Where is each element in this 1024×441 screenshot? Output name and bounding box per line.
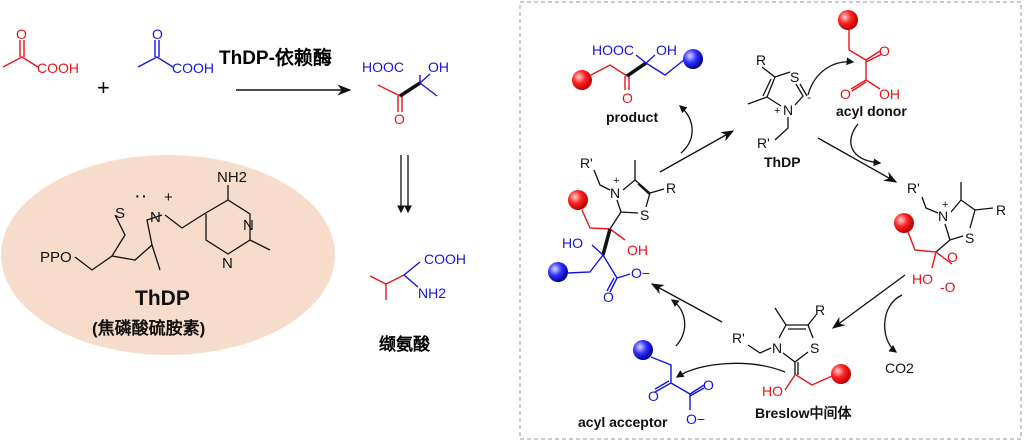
atom-label: OH [428, 59, 449, 75]
atom-label: O [394, 111, 405, 127]
charge: + [164, 189, 173, 206]
acceptor-ball-icon [633, 340, 653, 360]
atom-label: O [703, 377, 714, 393]
atom-label: HO [912, 271, 933, 287]
atom-label: R [815, 302, 825, 318]
atom-label: HO [762, 383, 783, 399]
product-acetolactate: HOOC OH O [362, 59, 449, 127]
atom-label: N [772, 340, 782, 356]
atom-label: -O [940, 279, 956, 295]
atom-label: R [756, 52, 766, 68]
atom-label: HOOC [592, 42, 634, 58]
atom-label: S [965, 230, 974, 246]
charge: + [774, 105, 780, 117]
thdp-label: ThDP [764, 154, 801, 170]
reactant-pyruvate-blue: O COOH [137, 26, 214, 76]
atom-label: NH2 [418, 285, 446, 301]
enzyme-label: ThDP-依赖酶 [219, 46, 332, 69]
co2-release-arrow [884, 294, 903, 353]
atom-label: R [666, 180, 676, 196]
atom-label: O [947, 249, 958, 265]
atom-label: HO [562, 235, 583, 251]
atom-label: N [150, 209, 161, 226]
atom-label: OH [879, 86, 900, 102]
cycle-thdp: R S N + - R' ThDP [747, 52, 811, 170]
atom-label: S [640, 207, 649, 223]
charge: + [613, 175, 619, 187]
cycle-arrow-decarboxylation [831, 274, 906, 329]
atom-label: R' [757, 135, 770, 151]
atom-label: O− [686, 411, 705, 427]
svg-text:··: ·· [134, 185, 147, 207]
atom-label: O− [631, 265, 650, 281]
cycle-breslow-intermediate: R R' N S HO Breslow中间体 [675, 302, 852, 421]
acyl-acceptor-label: acyl acceptor [578, 414, 668, 430]
atom-label: S [115, 205, 125, 222]
atom-label: O [648, 388, 659, 404]
cofactor-name: ThDP [135, 287, 190, 310]
atom-label: R [996, 202, 1006, 218]
acceptor-ball-icon [548, 262, 568, 282]
atom-label: R' [732, 330, 745, 346]
cycle-carboligation-intermediate: R' N + R S HO OH O− O [548, 105, 693, 305]
atom-label: O [16, 26, 27, 42]
product-label: product [606, 109, 658, 125]
cycle-arrow-acceptor-addition [650, 283, 723, 323]
plus-sign: + [97, 75, 110, 100]
atom-label: COOH [37, 60, 79, 76]
co2-text: CO2 [885, 360, 914, 376]
valine-structure: COOH NH2 缬氨酸 [369, 251, 466, 354]
reactant-pyruvate-red: O COOH [2, 26, 79, 76]
atom-label: S [810, 340, 819, 356]
cycle-donor-adduct: R' N + R S HO O -O [850, 123, 1006, 295]
co2-label: CO2 [885, 360, 914, 376]
atom-label: NH2 [217, 169, 247, 186]
acceptor-ball-icon [683, 49, 703, 69]
thdp-cofactor-structure: PPO S ·· N + NH2 N N ThDP (焦磷酸硫胺素) [40, 169, 271, 338]
atom-label: R' [907, 180, 920, 196]
charge: + [942, 199, 948, 211]
valine-label: 缬氨酸 [379, 334, 431, 354]
atom-label: N [222, 255, 233, 272]
atom-label: HOOC [362, 59, 404, 75]
cycle-acyl-donor: O O OH acyl donor [807, 10, 907, 119]
atom-label: O [840, 86, 851, 102]
cofactor-highlight [1, 155, 335, 355]
acyl-donor-label: acyl donor [836, 103, 907, 119]
donor-ball-icon [894, 213, 914, 233]
atom-label: R' [580, 155, 593, 171]
charge: - [807, 90, 811, 104]
atom-label: O [622, 90, 633, 106]
atom-label: COOH [172, 60, 214, 76]
atom-label: O [879, 43, 890, 59]
atom-label: O [603, 289, 614, 305]
atom-label: S [790, 69, 799, 85]
donor-ball-icon [838, 10, 858, 30]
atom-label: N [783, 102, 793, 118]
cycle-acyl-acceptor: O O O− acyl acceptor [578, 299, 714, 430]
cycle-arrow-donor-addition [817, 137, 898, 183]
atom-label: N [243, 217, 254, 234]
donor-ball-icon [572, 70, 592, 90]
cofactor-chinese-name: (焦磷酸硫胺素) [92, 318, 205, 338]
breslow-label: Breslow中间体 [755, 405, 852, 421]
atom-label: N [610, 185, 620, 201]
donor-ball-icon [831, 364, 851, 384]
donor-ball-icon [568, 190, 588, 210]
atom-label: O [152, 26, 163, 42]
cycle-product: O HOOC OH product [572, 42, 703, 125]
atom-label: OH [627, 242, 648, 258]
atom-label: N [938, 208, 948, 224]
cycle-arrow-release [659, 130, 735, 173]
atom-label: PPO [40, 249, 72, 266]
atom-label: COOH [424, 251, 466, 267]
atom-label: OH [656, 42, 677, 58]
